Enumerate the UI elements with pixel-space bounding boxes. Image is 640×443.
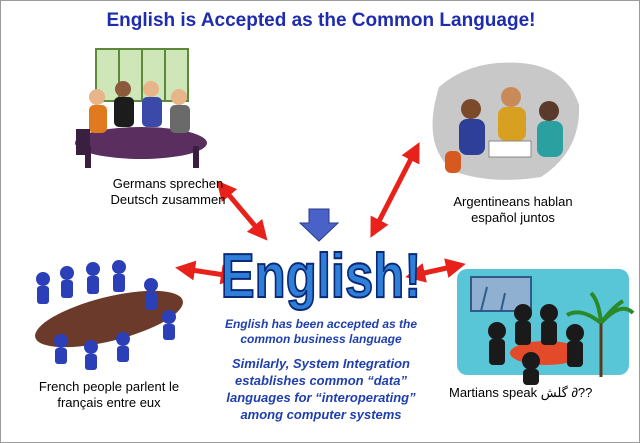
french-caption: French people parlent le français entre … — [19, 379, 199, 411]
french-caption-line2: français entre eux — [57, 395, 161, 410]
argentineans-group-clipart — [432, 62, 580, 180]
martians-caption: Martians speak گلش ∂?? — [449, 385, 593, 400]
argentineans-caption-line1: Argentineans hablan — [453, 194, 573, 209]
slide-title: English is Accepted as the Common Langua… — [106, 10, 536, 31]
french-conference-clipart — [35, 260, 183, 370]
english-accepted-line1: English has been accepted as the — [224, 317, 418, 331]
argentineans-caption-line2: español juntos — [471, 210, 555, 225]
argentineans-caption: Argentineans hablan español juntos — [433, 194, 593, 226]
english-accepted-line2: common business language — [240, 332, 402, 346]
si-line4: among computer systems — [240, 407, 402, 422]
si-line3: languages for “interoperating” — [226, 390, 416, 405]
arrow-english-martians — [405, 258, 466, 283]
germans-caption: Germans sprechen Deutsch zusammen — [93, 176, 243, 208]
arrow-french-english — [175, 260, 241, 285]
si-line2: establishes common “data” — [235, 373, 407, 388]
martians-meeting-clipart — [457, 269, 635, 385]
si-line1: Similarly, System Integration — [232, 356, 410, 371]
germans-caption-line2: Deutsch zusammen — [110, 192, 226, 207]
english-wordart: English! — [221, 242, 422, 311]
germans-caption-line1: Germans sprechen — [112, 176, 224, 191]
french-caption-line1: French people parlent le — [38, 379, 180, 394]
down-arrow-icon — [298, 208, 340, 242]
arrow-argentineans-english — [370, 142, 420, 238]
arrow-germans-english — [216, 180, 268, 241]
germans-meeting-clipart — [75, 48, 207, 168]
english-accepted-note: English has been accepted as the common … — [193, 317, 449, 347]
system-integration-note: Similarly, System Integration establishe… — [183, 355, 459, 423]
